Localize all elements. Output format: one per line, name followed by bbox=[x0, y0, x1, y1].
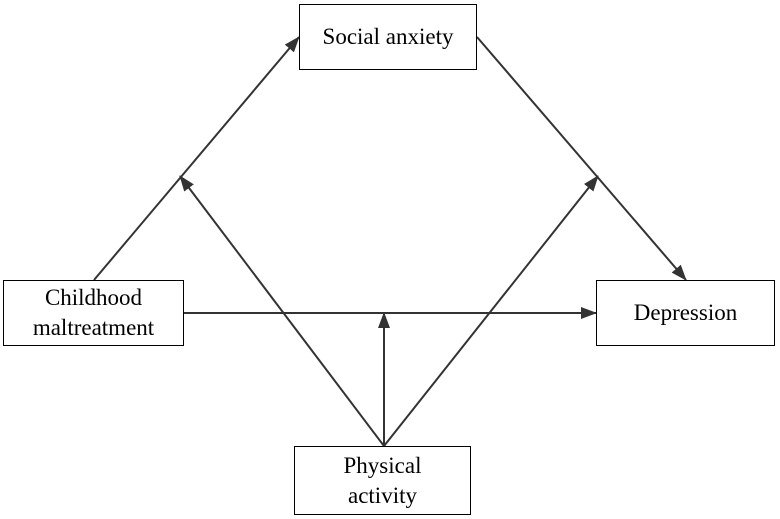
node-depression-label: Depression bbox=[633, 300, 738, 325]
node-social-anxiety-label: Social anxiety bbox=[322, 24, 454, 49]
node-depression: Depression bbox=[596, 280, 775, 346]
node-social-anxiety: Social anxiety bbox=[299, 4, 477, 70]
edge-social-anxiety-to-depression bbox=[476, 36, 687, 281]
edge-physical-activity-moderates-right-path bbox=[383, 175, 599, 447]
node-childhood-maltreatment: Childhood maltreatment bbox=[3, 280, 184, 346]
edge-maltreatment-to-social-anxiety bbox=[93, 36, 300, 281]
edge-physical-activity-moderates-left-path bbox=[179, 175, 385, 447]
node-childhood-maltreatment-label: Childhood maltreatment bbox=[32, 285, 155, 340]
node-physical-activity-label: Physical activity bbox=[343, 452, 422, 508]
node-physical-activity: Physical activity bbox=[294, 446, 471, 515]
